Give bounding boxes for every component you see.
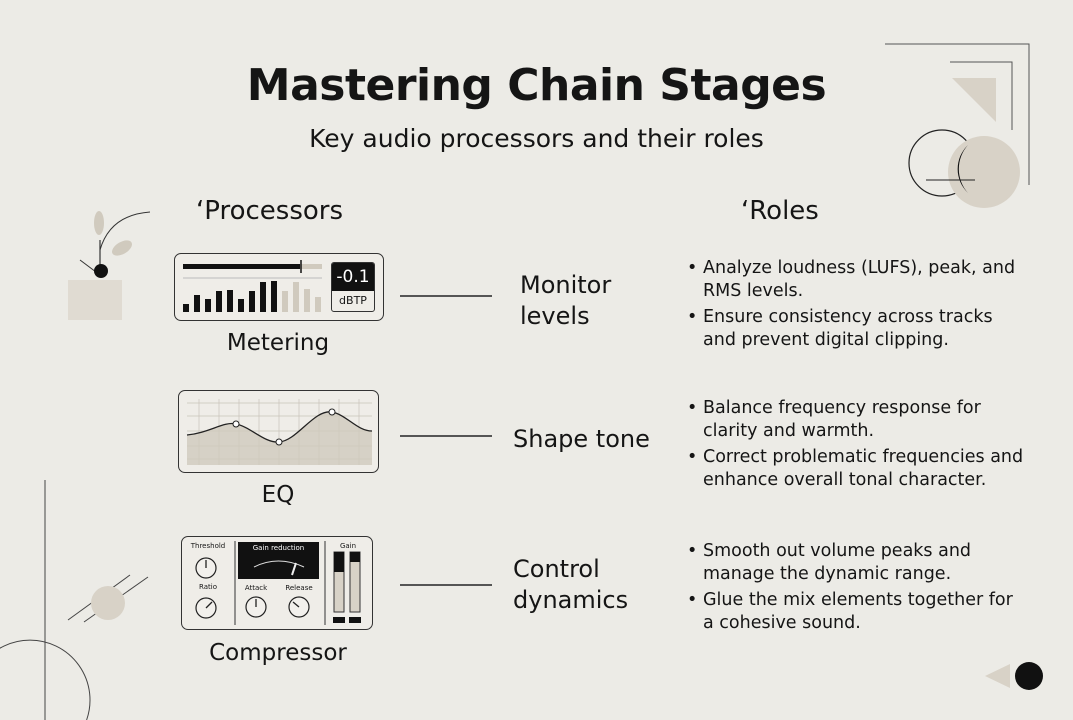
eq-label: EQ	[261, 482, 295, 508]
black-dot-decoration	[1015, 662, 1043, 690]
role-monitor-levels: Monitor levels	[520, 270, 611, 332]
connector-line	[400, 435, 492, 437]
eq-bullets: Balance frequency response for clarity a…	[687, 397, 1027, 495]
role-line: Shape tone	[513, 425, 650, 453]
metering-label: Metering	[226, 330, 330, 356]
release-label: Release	[285, 584, 313, 592]
roles-heading: ‘Roles	[741, 196, 819, 226]
beige-circle-small	[91, 586, 125, 620]
bullet-item: Correct problematic frequencies and enha…	[687, 446, 1027, 492]
eq-widget	[178, 390, 379, 473]
page-subtitle: Key audio processors and their roles	[309, 124, 764, 153]
peak-value: -0.1	[332, 263, 374, 291]
page-title: Mastering Chain Stages	[246, 60, 827, 111]
bullet-item: Analyze loudness (LUFS), peak, and RMS l…	[687, 257, 1027, 303]
compressor-widget: Threshold Ratio Gain reduction Attack Re…	[181, 536, 373, 630]
metering-bullets: Analyze loudness (LUFS), peak, and RMS l…	[687, 257, 1027, 355]
processors-heading: ‘Processors	[196, 196, 344, 226]
role-line: Control	[513, 555, 600, 583]
connector-line	[400, 584, 492, 586]
role-shape-tone: Shape tone	[513, 424, 650, 455]
role-line: Monitor	[520, 271, 612, 299]
compressor-label: Compressor	[209, 640, 347, 666]
role-line: levels	[520, 302, 590, 330]
gain-reduction-label: Gain reduction	[252, 544, 305, 552]
beige-circle-decoration	[948, 136, 1020, 208]
peak-unit: dBTP	[339, 294, 367, 307]
true-peak-readout: -0.1 dBTP	[331, 262, 375, 312]
connector-line	[400, 295, 492, 297]
meter-bars	[183, 281, 321, 312]
metering-widget: -0.1 dBTP	[174, 253, 384, 321]
compressor-bullets: Smooth out volume peaks and manage the d…	[687, 540, 1027, 638]
play-triangle-decoration	[985, 664, 1010, 688]
attack-label: Attack	[244, 584, 268, 592]
black-half-moon-decoration	[957, 145, 968, 193]
corner-frame-top-right	[885, 43, 1030, 185]
ratio-label: Ratio	[199, 583, 217, 591]
gain-label: Gain	[339, 542, 357, 550]
bullet-item: Smooth out volume peaks and manage the d…	[687, 540, 1027, 586]
bullet-item: Balance frequency response for clarity a…	[687, 397, 1027, 443]
bottom-left-decoration	[0, 480, 149, 720]
role-line: dynamics	[513, 586, 629, 614]
eq-curve	[186, 399, 373, 465]
threshold-label: Threshold	[190, 542, 226, 550]
role-control-dynamics: Control dynamics	[513, 554, 628, 616]
bullet-item: Ensure consistency across tracks and pre…	[687, 306, 1027, 352]
plant-icon	[68, 211, 151, 320]
bullet-item: Glue the mix elements together for a coh…	[687, 589, 1027, 635]
triangle-decoration	[952, 78, 996, 122]
